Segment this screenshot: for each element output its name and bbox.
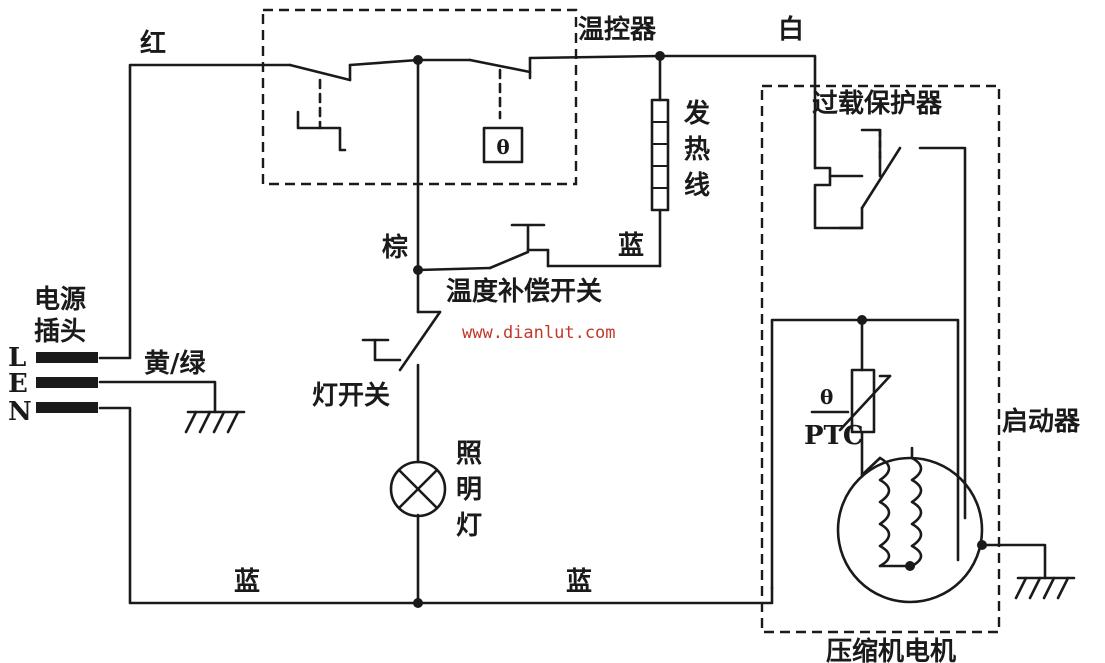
- compressor-motor-label: 压缩机电机: [826, 636, 956, 663]
- theta-label: θ: [820, 385, 833, 409]
- ptc-label: PTC: [804, 421, 864, 451]
- pin-e-label: E: [8, 369, 28, 399]
- plug-pins: [36, 352, 98, 413]
- overload-protector-label: 过载保护器: [812, 89, 943, 119]
- website-watermark: www.dianlut.com: [462, 323, 616, 343]
- blue-wire-label-bottom-left: 蓝: [234, 567, 260, 597]
- heater-wire-label-2: 热: [684, 135, 710, 165]
- lamp-label-2: 明: [456, 475, 482, 505]
- starter-label: 启动器: [1002, 406, 1081, 437]
- heater-wire-label-1: 发: [683, 98, 710, 129]
- lamp-label-1: 照: [456, 439, 482, 469]
- motor-circle: [836, 456, 984, 604]
- light-switch-label: 灯开关: [312, 381, 390, 411]
- thermostat-label: 温控器: [578, 15, 657, 45]
- thermostat-sensor-box: [482, 126, 524, 164]
- power-plug-label-1: 电源: [34, 285, 86, 315]
- ground-icon: [1014, 576, 1076, 600]
- temp-comp-switch-label: 温度补偿开关: [446, 276, 602, 307]
- heater-wire-element: [650, 98, 670, 212]
- lamp-symbol: [389, 460, 447, 518]
- yellow-green-label: 黄/绿: [144, 349, 206, 379]
- red-wire-label: 红: [140, 28, 166, 59]
- ground-icon: [184, 410, 246, 434]
- theta-box-label: θ: [496, 135, 509, 159]
- brown-wire-label: 棕: [382, 232, 408, 263]
- pin-l-label: L: [8, 343, 26, 373]
- blue-wire-label-bottom-mid: 蓝: [566, 567, 592, 597]
- lamp-label-3: 灯: [456, 511, 482, 541]
- blue-wire-label-top: 蓝: [618, 231, 644, 261]
- heater-wire-label-3: 线: [684, 171, 710, 201]
- thermostat-box: [261, 8, 578, 186]
- white-wire-label: 白: [778, 14, 804, 45]
- wiring: [98, 54, 1047, 605]
- compressor-box: [760, 84, 1001, 634]
- power-plug-label-2: 插头: [34, 317, 86, 347]
- pin-n-label: N: [8, 397, 32, 427]
